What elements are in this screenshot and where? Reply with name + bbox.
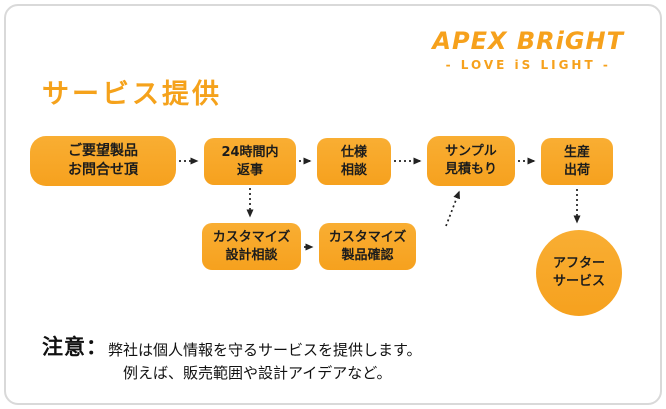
flow-node-reply: 24時間内 返事 <box>204 138 296 185</box>
flow-node-after-service: アフター サービス <box>536 230 622 316</box>
flow-node-inquiry: ご要望製品 お問合せ頂 <box>30 136 176 186</box>
notice: 注意： 弊社は個人情報を守るサービスを提供します。 例えば、販売範囲や設計アイデ… <box>42 335 422 384</box>
flow-node-spec: 仕様 相談 <box>317 138 391 185</box>
flow-node-custom-design: カスタマイズ 設計相談 <box>202 223 301 270</box>
brand-tagline: - LOVE iS LIGHT - <box>445 58 611 72</box>
flow-node-custom-confirm: カスタマイズ 製品確認 <box>319 223 416 270</box>
notice-label: 注意： <box>42 335 108 359</box>
notice-line-2: 例えば、販売範囲や設計アイデアなど。 <box>123 363 392 382</box>
notice-text: 弊社は個人情報を守るサービスを提供します。 例えば、販売範囲や設計アイデアなど。 <box>108 336 422 384</box>
flow-node-production: 生産 出荷 <box>541 138 613 185</box>
flow-node-sample: サンプル 見積もり <box>427 136 515 186</box>
card-border <box>4 4 662 405</box>
brand-logo: APEX BRiGHT - LOVE iS LIGHT - <box>432 27 624 72</box>
page-title: サービス提供 <box>42 79 222 110</box>
brand-name: APEX BRiGHT <box>432 27 624 55</box>
notice-line-1: 弊社は個人情報を守るサービスを提供します。 <box>108 341 422 359</box>
